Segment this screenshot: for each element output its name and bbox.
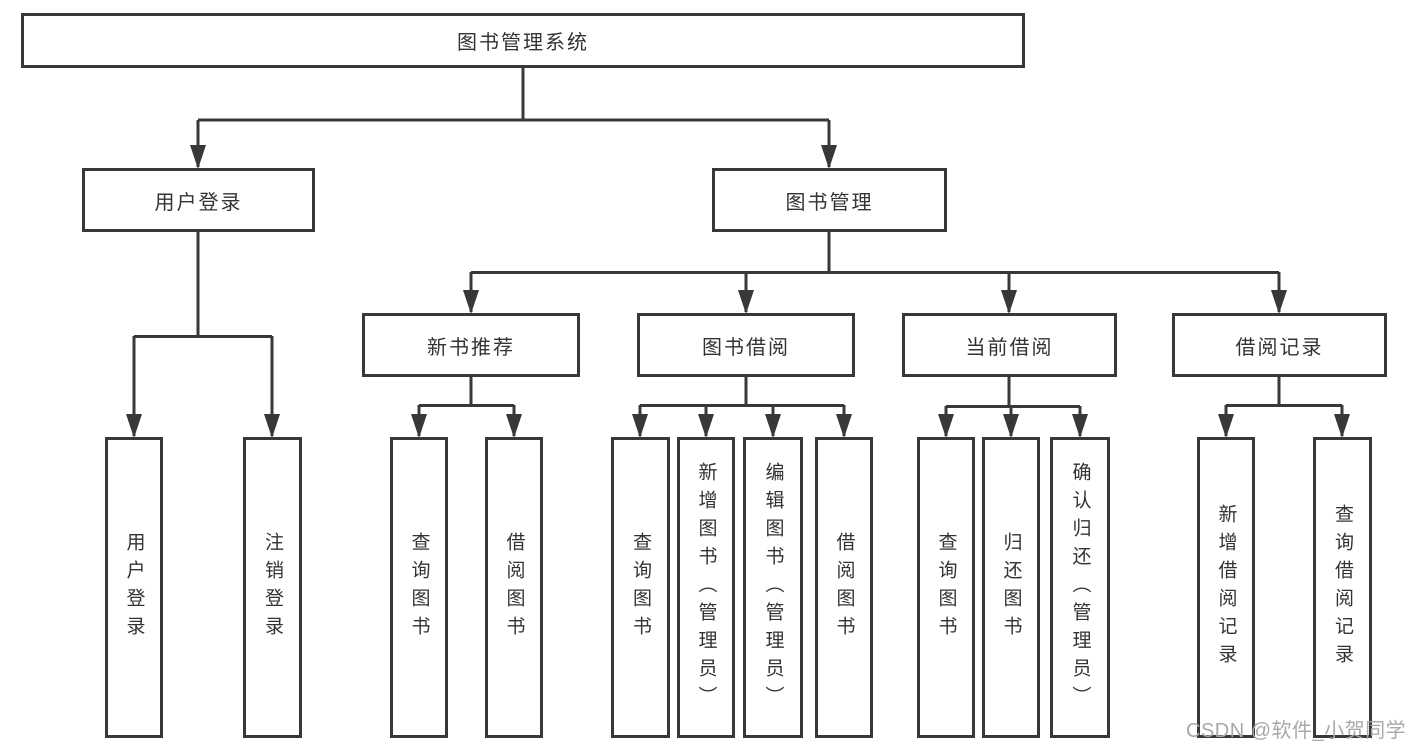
csdn-watermark: CSDN @软件_小贺同学 <box>1186 720 1405 742</box>
connector-newbookrec-trunk <box>419 377 514 407</box>
node-borrowing-records: 借阅记录 <box>1172 313 1387 377</box>
connector-root-trunk <box>198 68 829 122</box>
node-leaf-bb-query-books: 查询图书 <box>611 437 670 738</box>
node-leaf-cb-query-books: 查询图书 <box>917 437 975 738</box>
node-leaf-rec-query-books: 查询图书 <box>390 437 448 738</box>
node-leaf-br-add-record: 新增借阅记录 <box>1197 437 1255 738</box>
node-leaf-cb-return-books: 归还图书 <box>982 437 1040 738</box>
connector-borrowrecords-trunk <box>1226 377 1342 407</box>
connector-bookmgmt-trunk <box>471 232 1279 274</box>
node-library-management-system: 图书管理系统 <box>21 13 1025 68</box>
node-leaf-bb-edit-books-admin: 编辑图书（管理员） <box>743 437 803 738</box>
connector-currentborrow-trunk <box>946 377 1080 408</box>
connector-userlogin-trunk <box>134 232 272 338</box>
node-leaf-bb-borrow-books: 借阅图书 <box>815 437 873 738</box>
node-leaf-rec-borrow-books: 借阅图书 <box>485 437 543 738</box>
node-user-login: 用户登录 <box>82 168 315 232</box>
node-leaf-bb-add-books-admin: 新增图书（管理员） <box>677 437 735 738</box>
node-current-borrowing: 当前借阅 <box>902 313 1117 377</box>
node-book-management: 图书管理 <box>712 168 947 232</box>
node-leaf-user-login: 用户登录 <box>105 437 163 738</box>
connector-bookborrow-trunk <box>640 377 844 407</box>
node-leaf-br-query-record: 查询借阅记录 <box>1313 437 1372 738</box>
node-leaf-logout: 注销登录 <box>243 437 302 738</box>
node-leaf-cb-confirm-return-admin: 确认归还（管理员） <box>1050 437 1110 738</box>
node-book-borrowing: 图书借阅 <box>637 313 855 377</box>
node-new-book-recommendation: 新书推荐 <box>362 313 580 377</box>
